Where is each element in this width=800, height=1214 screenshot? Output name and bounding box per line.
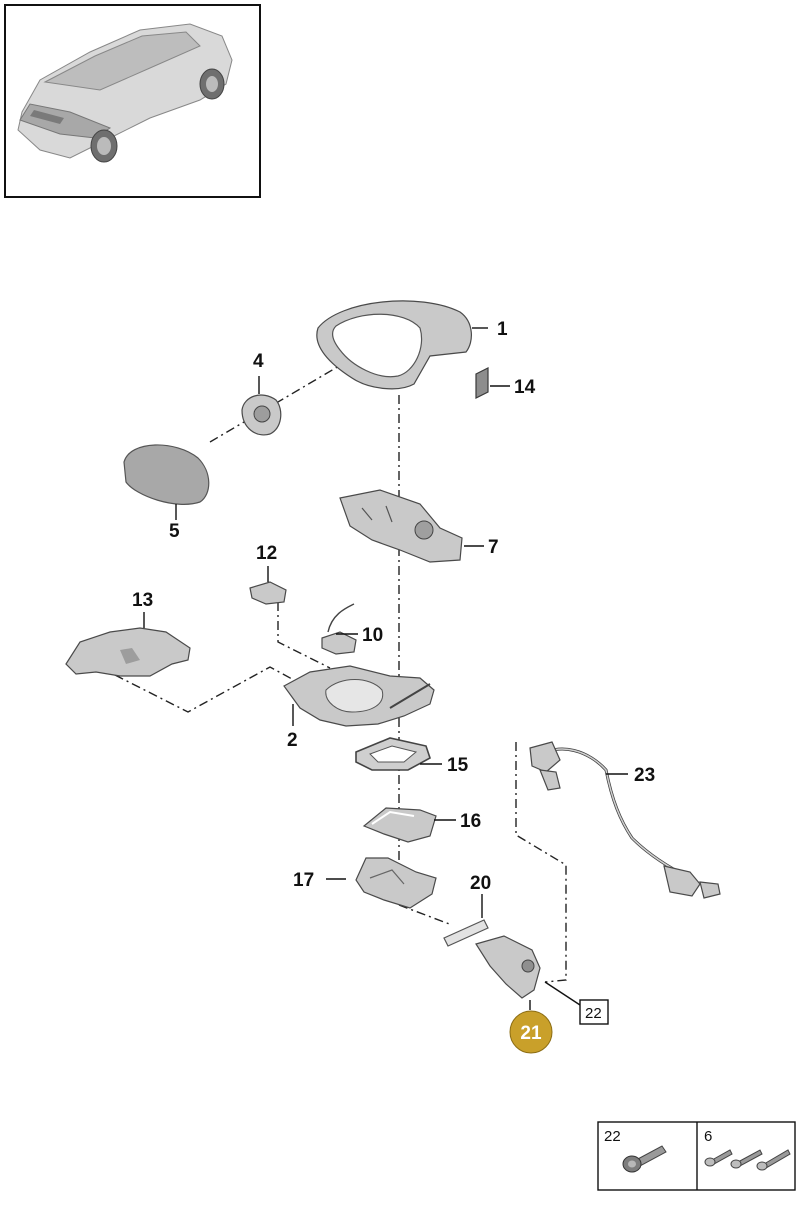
callout-23: 23 bbox=[634, 765, 655, 786]
part-mirror-glass[interactable] bbox=[123, 444, 210, 520]
part-cap[interactable] bbox=[475, 367, 510, 399]
part-adjustment-motor[interactable] bbox=[241, 376, 282, 436]
callout-1: 1 bbox=[497, 319, 508, 340]
vehicle-thumbnail[interactable] bbox=[4, 4, 261, 198]
callout-21-highlight[interactable]: 21 bbox=[509, 1010, 553, 1054]
part-light-module[interactable] bbox=[321, 603, 358, 655]
hardware-legend: 22 6 bbox=[597, 1121, 796, 1191]
callout-22-box[interactable]: 22 bbox=[579, 999, 609, 1025]
callout-20: 20 bbox=[470, 873, 491, 894]
part-camera-module[interactable] bbox=[475, 935, 581, 1010]
callout-12: 12 bbox=[256, 543, 277, 564]
screw-icon bbox=[704, 1149, 791, 1171]
callout-7: 7 bbox=[488, 537, 499, 558]
callout-22: 22 bbox=[585, 1005, 602, 1022]
callout-21: 21 bbox=[520, 1023, 542, 1044]
legend-label-22: 22 bbox=[604, 1128, 621, 1145]
callout-16: 16 bbox=[460, 811, 481, 832]
part-puddle-lamp-cover[interactable] bbox=[362, 807, 456, 843]
bolt-icon bbox=[622, 1145, 667, 1173]
legend-label-6: 6 bbox=[704, 1128, 712, 1145]
callout-13: 13 bbox=[132, 590, 153, 611]
callout-4: 4 bbox=[253, 351, 264, 372]
part-clip[interactable] bbox=[249, 566, 287, 605]
callout-5: 5 bbox=[169, 521, 180, 542]
part-wiring-harness[interactable] bbox=[529, 741, 721, 899]
part-mirror-bracket[interactable] bbox=[339, 489, 484, 563]
part-led-strip[interactable] bbox=[443, 894, 489, 947]
part-lower-cover[interactable] bbox=[65, 612, 191, 677]
part-seal[interactable] bbox=[355, 737, 442, 771]
callout-15: 15 bbox=[447, 755, 469, 776]
callout-14: 14 bbox=[514, 377, 536, 398]
part-mirror-housing[interactable] bbox=[316, 300, 488, 390]
part-lower-trim[interactable] bbox=[326, 857, 437, 909]
callout-2: 2 bbox=[287, 730, 298, 751]
callout-17: 17 bbox=[293, 870, 314, 891]
part-mirror-base[interactable] bbox=[283, 665, 435, 727]
callout-10: 10 bbox=[362, 625, 383, 646]
callout-labels: 1 14 4 5 7 12 13 10 2 15 23 16 17 20 bbox=[132, 319, 655, 894]
